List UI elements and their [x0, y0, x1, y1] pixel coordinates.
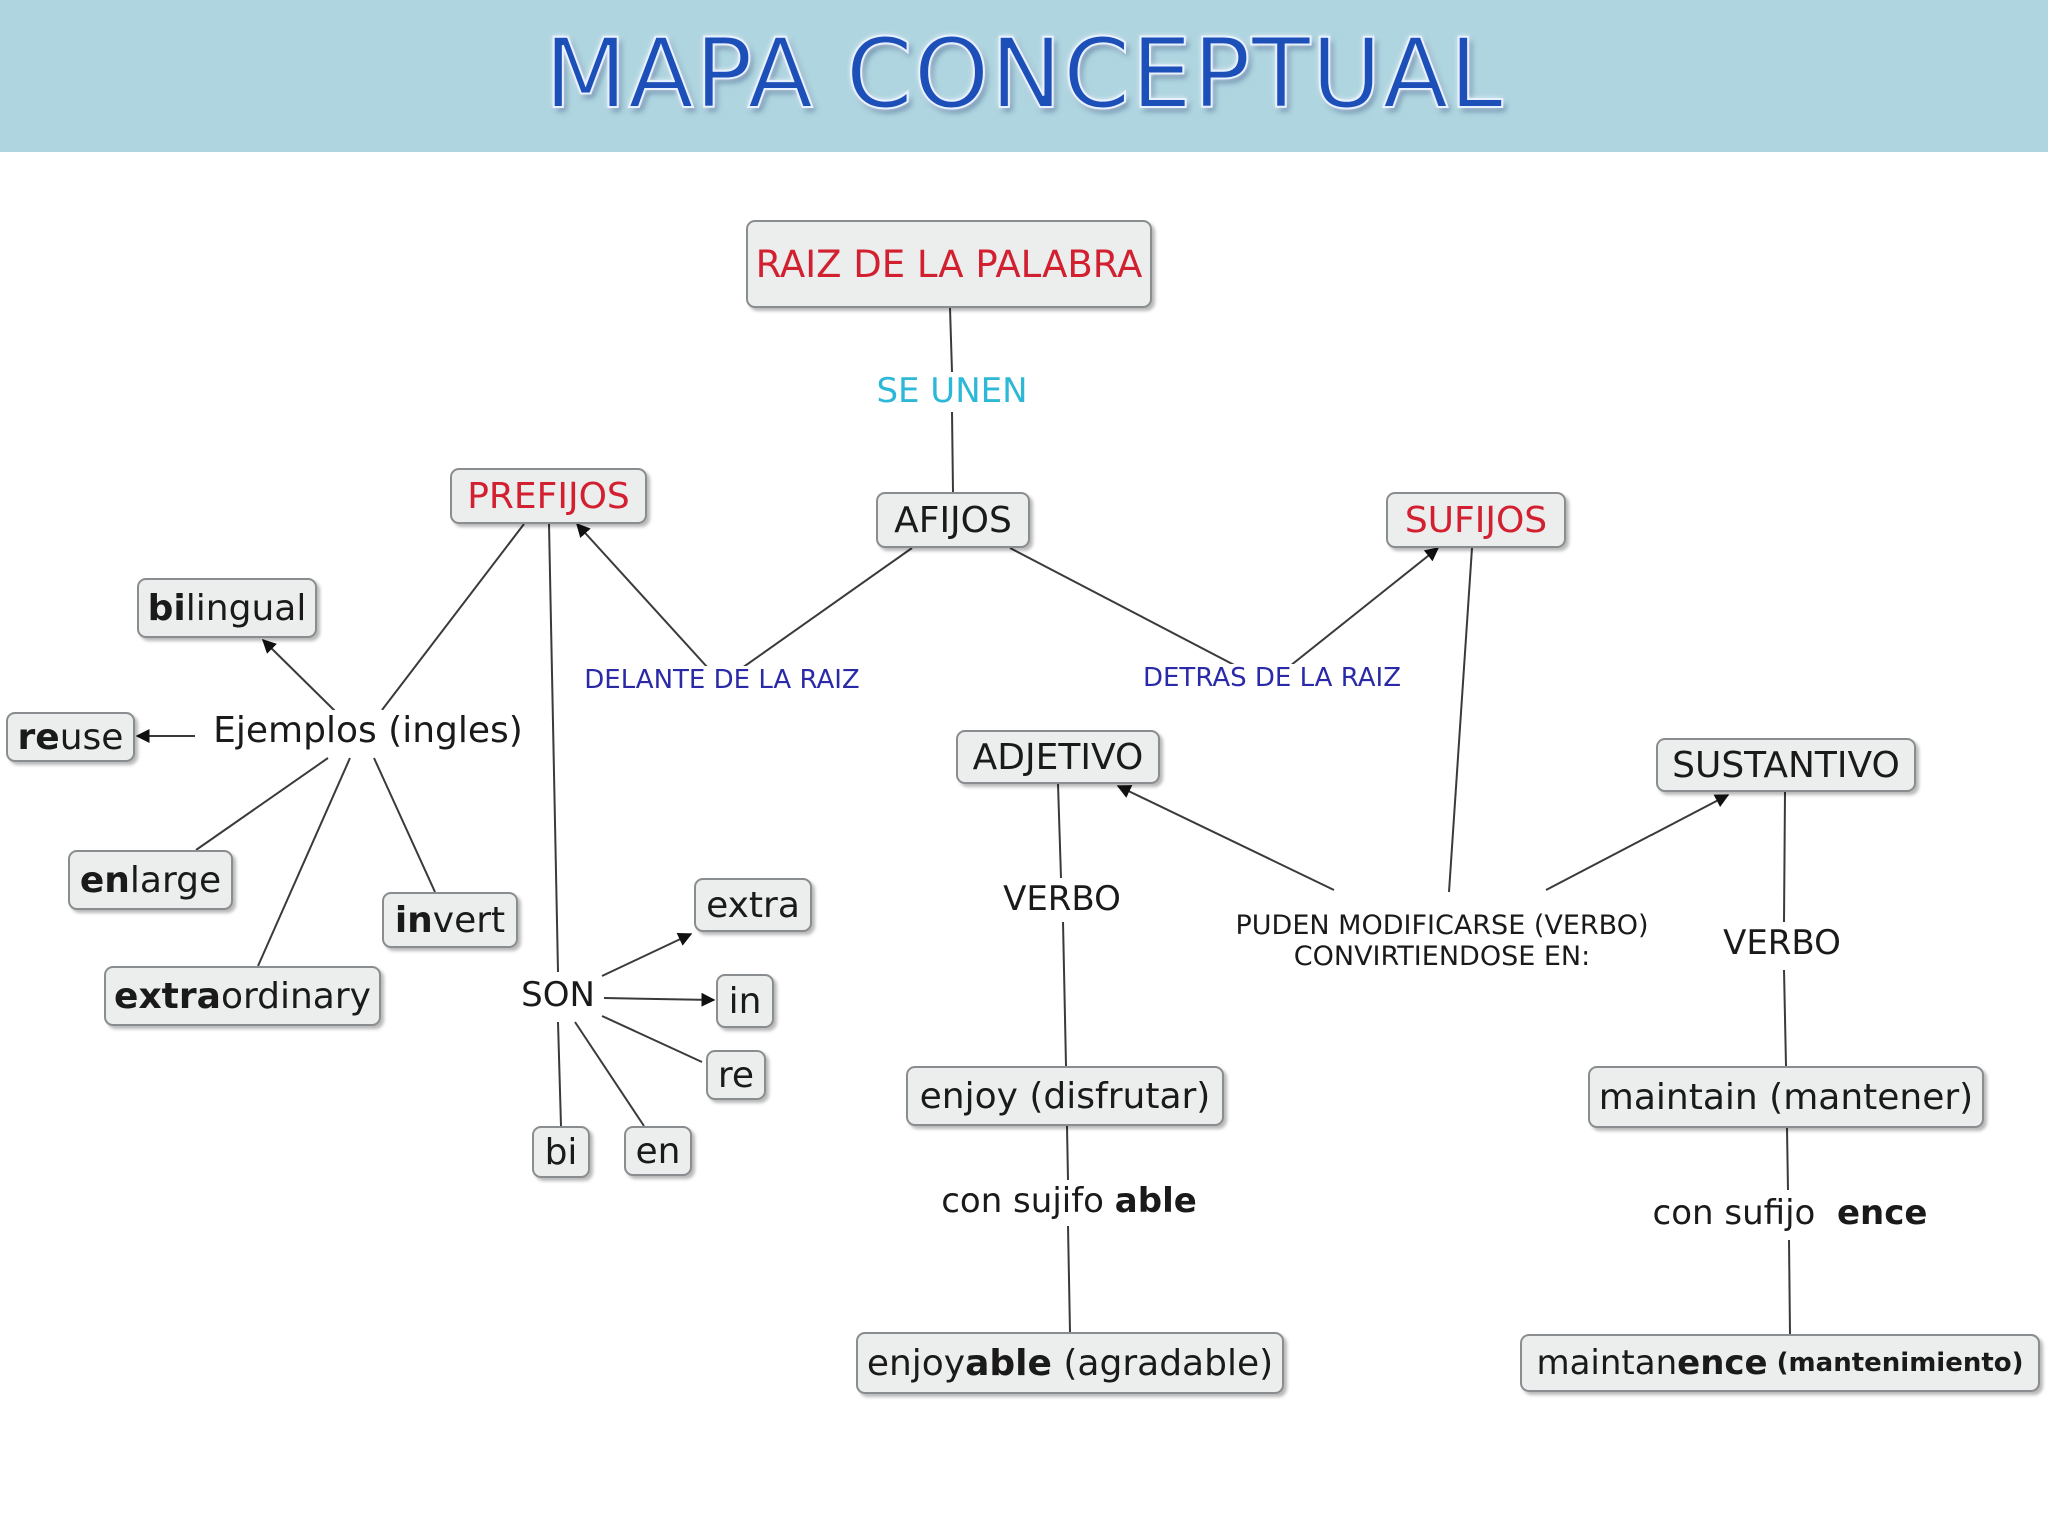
edge-enjoy-conable — [1066, 1125, 1069, 1181]
edge-delante-prefijos — [576, 522, 709, 669]
edge-detras-sufijos — [1289, 547, 1440, 667]
edge-son-in — [603, 992, 716, 1007]
edge-son-bi — [557, 1021, 562, 1127]
link-puden-line-1: PUDEN MODIFICARSE (VERBO) — [1235, 910, 1649, 941]
link-verbo-adjetivo: VERBO — [996, 879, 1128, 920]
node-prefix-en[interactable]: en — [624, 1126, 692, 1176]
edge-ejemplos-bilingual — [262, 639, 337, 713]
edge-prefijos-son — [548, 523, 559, 973]
link-se-unen: SE UNEN — [864, 371, 1040, 412]
edge-puden-sustantivo — [1545, 794, 1730, 891]
node-afijos[interactable]: AFIJOS — [876, 492, 1030, 548]
node-adjetivo[interactable]: ADJETIVO — [956, 730, 1160, 784]
edge-ejemplos-enlarge — [195, 757, 329, 851]
link-ejemplos-ingles: Ejemplos (ingles) — [208, 710, 528, 752]
node-prefix-re[interactable]: re — [706, 1050, 766, 1100]
edge-conable-enjoyable — [1067, 1225, 1071, 1333]
edge-verbo-enjoy — [1062, 921, 1067, 1067]
edge-prefijos-ejemplos — [381, 523, 525, 711]
edge-conence-maintanence — [1788, 1239, 1791, 1335]
edge-verbo-maintain — [1783, 969, 1787, 1067]
edge-afijos-delante — [741, 547, 913, 669]
edge-afijos-detras — [1009, 547, 1241, 669]
edge-son-extra — [601, 933, 693, 977]
node-raiz-de-la-palabra[interactable]: RAIZ DE LA PALABRA — [746, 220, 1152, 308]
link-con-sujifo-able: con sujifo able — [924, 1181, 1214, 1222]
edge-ejemplos-invert — [373, 757, 436, 893]
link-puden-line-2: CONVIRTIENDOSE EN: — [1293, 941, 1591, 973]
edge-seunen-afijos — [951, 411, 954, 493]
link-con-sufijo-ence: con sufijo ence — [1640, 1193, 1940, 1234]
node-enjoy[interactable]: enjoy (disfrutar) — [906, 1066, 1224, 1126]
node-prefix-bi[interactable]: bi — [532, 1126, 590, 1178]
edge-adjetivo-verbo — [1057, 783, 1062, 879]
node-sustantivo[interactable]: SUSTANTIVO — [1656, 738, 1916, 792]
edge-maintain-conence — [1786, 1127, 1789, 1191]
edge-raiz-seunen — [949, 307, 953, 373]
link-detras-de-la-raiz: DETRAS DE LA RAIZ — [1134, 663, 1410, 694]
link-puden-modificarse: PUDEN MODIFICARSE (VERBO) CONVIRTIENDOSE… — [1226, 910, 1658, 973]
edge-sustantivo-verbo — [1783, 791, 1786, 923]
link-delante-de-la-raiz: DELANTE DE LA RAIZ — [576, 665, 868, 696]
node-sufijos[interactable]: SUFIJOS — [1386, 492, 1566, 548]
edge-son-re — [601, 1015, 703, 1063]
edge-ejemplos-extraordinary — [257, 757, 351, 967]
node-prefix-extra[interactable]: extra — [694, 878, 812, 932]
edge-son-en — [574, 1021, 645, 1127]
title-bar: MAPA CONCEPTUAL — [0, 0, 2048, 152]
link-verbo-sustantivo: VERBO — [1716, 923, 1848, 964]
node-prefijos[interactable]: PREFIJOS — [450, 468, 647, 524]
edge-puden-adjetivo — [1116, 785, 1335, 891]
edge-sufijos-puden — [1448, 547, 1473, 893]
node-prefix-in[interactable]: in — [716, 974, 774, 1028]
link-son: SON — [514, 975, 602, 1016]
node-maintain[interactable]: maintain (mantener) — [1588, 1066, 1984, 1128]
page-title: MAPA CONCEPTUAL — [543, 17, 1504, 131]
